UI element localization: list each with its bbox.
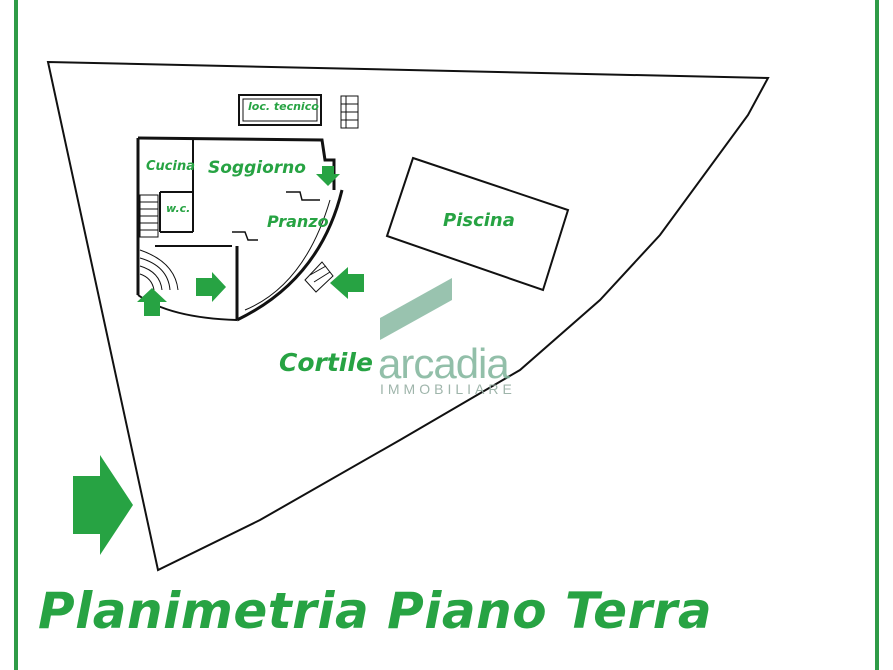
right-border — [875, 0, 879, 670]
arrow-up-icon — [137, 288, 167, 316]
arrow-left-icon — [330, 267, 364, 299]
soggiorno-label: Soggiorno — [208, 158, 306, 178]
cucina-label: Cucina — [146, 159, 195, 174]
left-border — [14, 0, 18, 670]
watermark-brand: arcadia — [378, 340, 510, 387]
main-entrance-arrow-icon — [73, 455, 133, 555]
arrow-right-icon — [196, 272, 226, 302]
lot-outline — [46, 60, 770, 572]
piscina-label: Piscina — [443, 210, 515, 231]
page-title: Planimetria Piano Terra — [38, 582, 713, 640]
arrow-down-icon — [316, 166, 340, 186]
technical-room — [238, 94, 359, 129]
pranzo-label: Pranzo — [267, 212, 329, 231]
watermark-logo-shape — [380, 278, 452, 340]
loc-tecnico-label: loc. tecnico — [248, 100, 319, 113]
pool-outline — [385, 156, 570, 292]
watermark-subtitle: IMMOBILIARE — [380, 381, 516, 397]
wc-label: w.c. — [166, 202, 191, 215]
cortile-label: Cortile — [279, 348, 373, 377]
